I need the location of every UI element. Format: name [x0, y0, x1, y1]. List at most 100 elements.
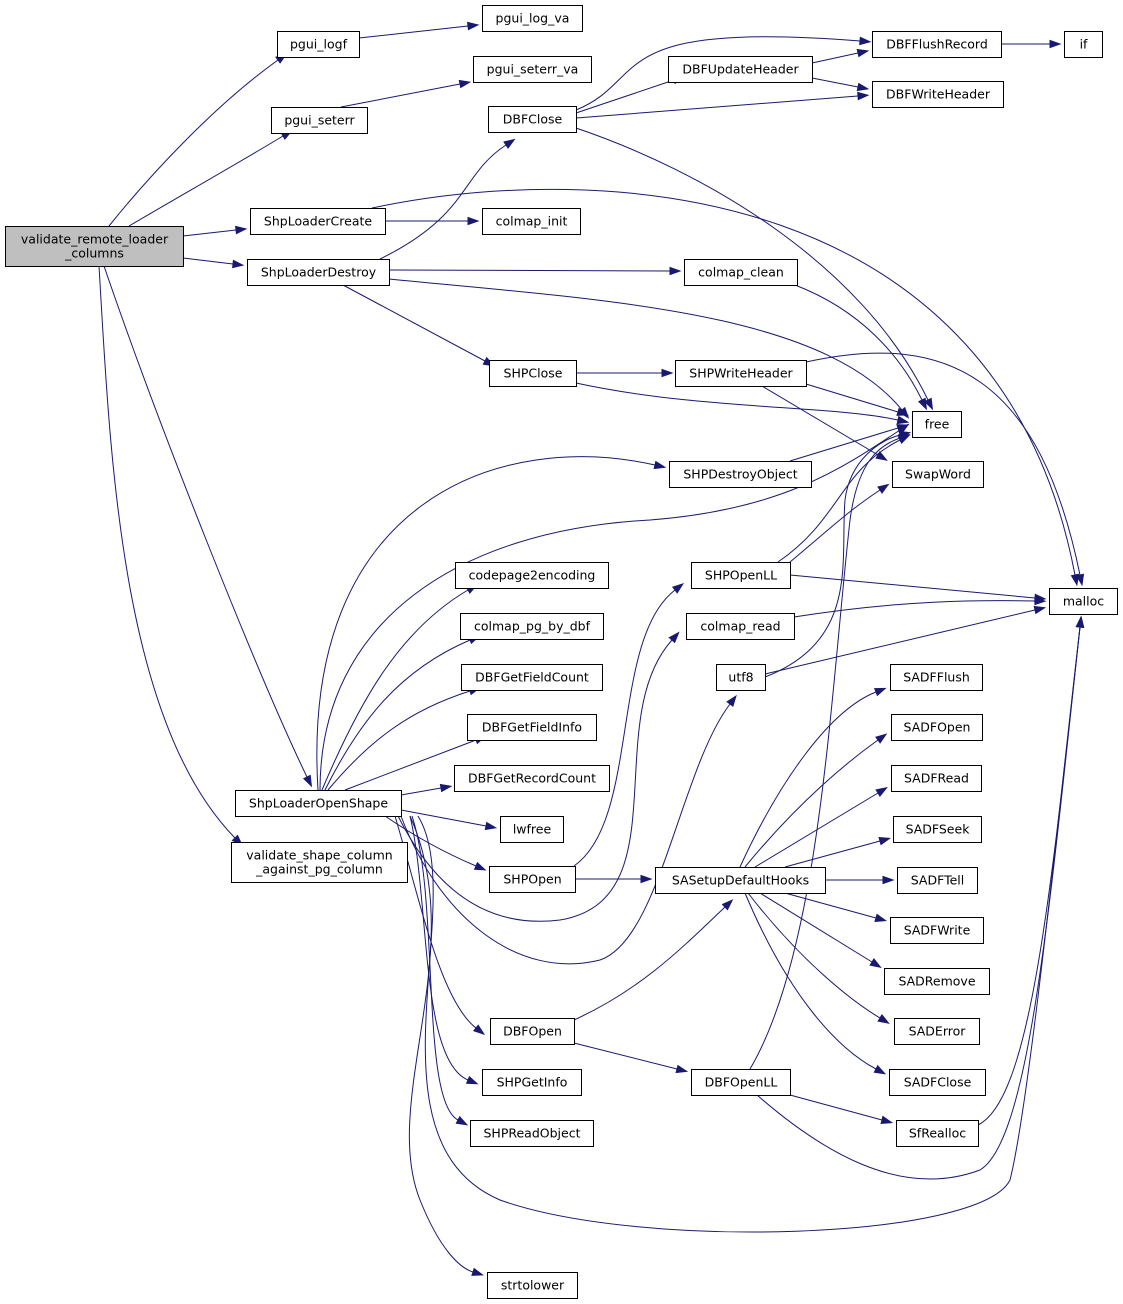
edge-validate_remote_loader_columns-to-ShpLoaderCreate [182, 225, 248, 237]
node-dbfupdateheader[interactable]: DBFUpdateHeader [668, 56, 813, 83]
node-dbfgetfieldinfo[interactable]: DBFGetFieldInfo [467, 714, 597, 741]
node-label: _columns [64, 246, 124, 261]
node-sadremove[interactable]: SADRemove [884, 968, 990, 995]
arrowhead [1034, 596, 1047, 606]
node-shploaderdestroy[interactable]: ShpLoaderDestroy [247, 259, 390, 286]
node-box [487, 1272, 578, 1299]
node-sadfclose[interactable]: SADFClose [889, 1069, 986, 1096]
arrowhead [869, 958, 882, 968]
node-malloc[interactable]: malloc [1049, 588, 1118, 615]
node-sadfread[interactable]: SADFRead [891, 765, 982, 792]
node-sasetupdefaulthooks[interactable]: SASetupDefaultHooks [655, 867, 826, 894]
node-label: SADRemove [898, 974, 975, 989]
edge-line [575, 127, 929, 401]
edge-line [575, 79, 675, 114]
node-swapword[interactable]: SwapWord [892, 461, 984, 488]
arrowhead [896, 415, 910, 425]
node-sadfwrite[interactable]: SADFWrite [890, 917, 984, 944]
node-dbfwriteheader[interactable]: DBFWriteHeader [872, 81, 1004, 108]
edge-DBFFlushRecord-to-if [1001, 39, 1062, 49]
edge-line [805, 352, 1081, 576]
node-validate-shape-column-against-pg-column[interactable]: validate_shape_column_against_pg_column [231, 842, 408, 883]
edges-layer [98, 21, 1085, 1276]
edge-line [977, 626, 1081, 1126]
node-label: colmap_clean [698, 265, 784, 280]
node-label: DBFUpdateHeader [682, 62, 799, 77]
edge-line [108, 59, 279, 227]
node-box [500, 816, 564, 843]
node-label: SADFRead [904, 771, 969, 786]
node-shpgetinfo[interactable]: SHPGetInfo [482, 1069, 582, 1096]
node-label: validate_remote_loader [21, 232, 169, 247]
edge-line [400, 809, 487, 827]
node-label: SHPClose [504, 366, 563, 381]
node-shpopen[interactable]: SHPOpen [489, 866, 576, 893]
node-label: DBFClose [503, 112, 563, 127]
node-shpreadobject[interactable]: SHPReadObject [470, 1120, 594, 1147]
node-free[interactable]: free [912, 411, 962, 438]
node-if[interactable]: if [1064, 31, 1103, 58]
node-strtolower[interactable]: strtolower [487, 1272, 578, 1299]
node-pgui-logf[interactable]: pgui_logf [277, 31, 360, 58]
edge-line [388, 278, 903, 411]
node-shpclose[interactable]: SHPClose [489, 360, 577, 387]
arrowhead [721, 899, 734, 911]
node-shpwriteheader[interactable]: SHPWriteHeader [675, 360, 807, 387]
node-pgui-seterr[interactable]: pgui_seterr [271, 107, 368, 134]
node-shploaderopenshape[interactable]: ShpLoaderOpenShape [235, 790, 402, 817]
edge-line [98, 265, 236, 839]
edge-colmap_clean-to-free [794, 284, 928, 411]
node-box [482, 208, 581, 235]
node-codepage2encoding[interactable]: codepage2encoding [455, 562, 609, 589]
node-dbfopen[interactable]: DBFOpen [490, 1018, 575, 1045]
arrowhead [874, 913, 888, 923]
node-pgui-seterr-va[interactable]: pgui_seterr_va [473, 56, 592, 83]
node-dbfflushrecord[interactable]: DBFFlushRecord [872, 31, 1002, 58]
node-utf8[interactable]: utf8 [716, 664, 766, 691]
node-dbfopenll[interactable]: DBFOpenLL [691, 1069, 791, 1096]
node-label: SHPOpenLL [705, 568, 777, 583]
node-sadfseek[interactable]: SADFSeek [893, 816, 982, 843]
node-dbfclose[interactable]: DBFClose [488, 106, 577, 133]
node-colmap-read[interactable]: colmap_read [686, 613, 795, 640]
node-sadfflush[interactable]: SADFFlush [890, 664, 983, 691]
node-saderror[interactable]: SADError [894, 1018, 980, 1045]
arrowhead [877, 483, 890, 494]
node-lwfree[interactable]: lwfree [500, 816, 564, 843]
node-box [686, 613, 795, 640]
node-label: SASetupDefaultHooks [672, 873, 809, 888]
edge-SASetupDefaultHooks-to-SADFSeek [784, 836, 892, 868]
node-sadftell[interactable]: SADFTell [897, 867, 978, 894]
node-label: pgui_seterr_va [487, 62, 579, 77]
node-shpdestroyobject[interactable]: SHPDestroyObject [669, 461, 812, 488]
node-colmap-pg-by-dbf[interactable]: colmap_pg_by_dbf [460, 613, 604, 640]
node-label: colmap_pg_by_dbf [474, 619, 591, 634]
edge-line [777, 439, 901, 563]
node-label: DBFWriteHeader [886, 87, 991, 102]
node-pgui-log-va[interactable]: pgui_log_va [482, 5, 583, 32]
node-label: SADFTell [911, 873, 964, 888]
node-label: malloc [1063, 594, 1104, 609]
node-validate-remote-loader-columns[interactable]: validate_remote_loader_columns [5, 226, 184, 267]
arrowhead [873, 687, 887, 697]
node-shpopenll[interactable]: SHPOpenLL [691, 562, 791, 589]
arrowhead [875, 787, 888, 797]
node-box [716, 664, 766, 691]
node-label: ShpLoaderCreate [264, 214, 372, 229]
node-sadfopen[interactable]: SADFOpen [891, 714, 983, 741]
edge-line [340, 83, 461, 108]
node-shploadercreate[interactable]: ShpLoaderCreate [250, 208, 386, 235]
edge-line [182, 257, 234, 265]
node-sfrealloc[interactable]: SfRealloc [896, 1120, 979, 1147]
node-dbfgetfieldcount[interactable]: DBFGetFieldCount [461, 664, 603, 691]
node-box [894, 1018, 980, 1045]
node-colmap-clean[interactable]: colmap_clean [684, 259, 798, 286]
edge-line [756, 626, 1081, 1180]
node-colmap-init[interactable]: colmap_init [482, 208, 581, 235]
node-box [889, 1069, 986, 1096]
edge-ShpLoaderDestroy-to-SHPClose [342, 284, 496, 367]
edge-DBFOpenLL-to-SfRealloc [789, 1094, 894, 1125]
node-box [460, 613, 604, 640]
node-box [277, 31, 360, 58]
node-dbfgetrecordcount[interactable]: DBFGetRecordCount [454, 765, 610, 792]
